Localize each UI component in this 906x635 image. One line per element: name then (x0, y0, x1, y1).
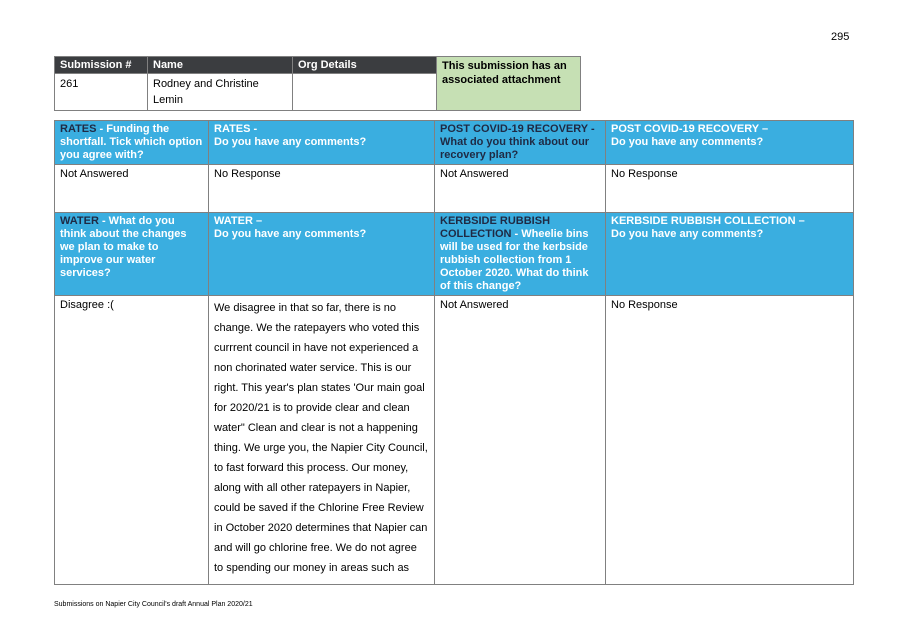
question-kerbside-comments: KERBSIDE RUBBISH COLLECTION –Do you have… (605, 212, 854, 296)
question-text: - What do you think about the changes we… (60, 215, 187, 279)
answer-covid-comments: No Response (605, 164, 854, 213)
question-water-changes: WATER - What do you think about the chan… (54, 212, 209, 296)
question-text: Do you have any comments? (611, 228, 764, 240)
question-rates-funding: RATES - Funding the shortfall. Tick whic… (54, 120, 209, 165)
question-water-comments: WATER –Do you have any comments? (208, 212, 435, 296)
question-covid-comments: POST COVID-19 RECOVERY –Do you have any … (605, 120, 854, 165)
question-key: KERBSIDE RUBBISH COLLECTION (440, 215, 551, 240)
answer-covid-recovery: Not Answered (434, 164, 606, 213)
answer-water-comments-text: We disagree in that so far, there is no … (214, 302, 428, 574)
header-org-details: Org Details (292, 56, 437, 74)
answer-kerbside-change: Not Answered (434, 295, 606, 585)
submission-table: Submission # Name Org Details This submi… (54, 56, 581, 111)
page-footer: Submissions on Napier City Council's dra… (54, 601, 253, 608)
submission-number: 261 (54, 73, 148, 111)
question-text: Do you have any comments? (611, 136, 764, 148)
attachment-note: This submission has an associated attach… (436, 56, 581, 111)
question-key: POST COVID-19 RECOVERY – (611, 123, 769, 135)
question-rates-comments: RATES -Do you have any comments? (208, 120, 435, 165)
responses-table: RATES - Funding the shortfall. Tick whic… (54, 120, 854, 585)
question-key: POST COVID-19 RECOVERY - (440, 123, 595, 135)
question-key: WATER (60, 215, 99, 227)
org-details (292, 73, 437, 111)
page-number: 295 (831, 31, 850, 43)
answer-kerbside-comments: No Response (605, 295, 854, 585)
question-key: RATES - (214, 123, 258, 135)
question-text: - Funding the shortfall. Tick which opti… (60, 123, 203, 161)
question-text: - Wheelie bins will be used for the kerb… (440, 228, 589, 292)
question-key: RATES (60, 123, 97, 135)
question-covid-recovery: POST COVID-19 RECOVERY -What do you thin… (434, 120, 606, 165)
question-key: WATER – (214, 215, 263, 227)
question-text: Do you have any comments? (214, 228, 367, 240)
question-text: Do you have any comments? (214, 136, 367, 148)
header-submission-number: Submission # (54, 56, 148, 74)
question-text: What do you think about our recovery pla… (440, 136, 590, 161)
submitter-name: Rodney and Christine Lemin (147, 73, 293, 111)
answer-rates-funding: Not Answered (54, 164, 209, 213)
answer-rates-comments: No Response (208, 164, 435, 213)
answer-water-changes: Disagree :( (54, 295, 209, 585)
question-key: KERBSIDE RUBBISH COLLECTION – (611, 215, 805, 227)
question-kerbside-change: KERBSIDE RUBBISH COLLECTION - Wheelie bi… (434, 212, 606, 296)
header-name: Name (147, 56, 293, 74)
answer-water-comments: We disagree in that so far, there is no … (208, 295, 435, 585)
